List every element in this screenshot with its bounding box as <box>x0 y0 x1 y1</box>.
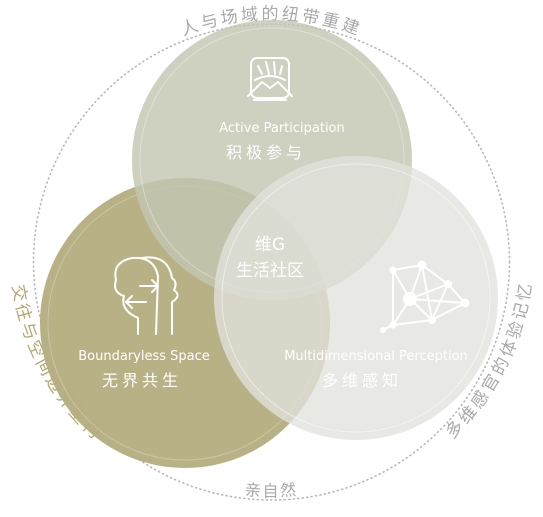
circle-right-title-cn: 多维感知 <box>322 371 402 390</box>
network-node-dots <box>380 260 470 333</box>
circle-right <box>214 156 498 440</box>
two-heads-exchange-icon <box>114 256 179 335</box>
circle-top-title-cn: 积极参与 <box>226 143 306 162</box>
circle-right-inner-ring <box>221 163 491 433</box>
circle-right-title-en: Multidimensional Perception <box>284 349 468 364</box>
center-label-line2: 生活社区 <box>236 261 304 281</box>
center-label-line1: 维G <box>255 235 285 255</box>
arc-text-bottom: 亲自然 <box>244 480 299 500</box>
hands-together-icon <box>247 57 293 101</box>
circle-left-title-cn: 无界共生 <box>102 371 182 390</box>
circle-top-title-en: Active Participation <box>219 121 345 136</box>
circle-left-title-en: Boundaryless Space <box>78 349 210 364</box>
